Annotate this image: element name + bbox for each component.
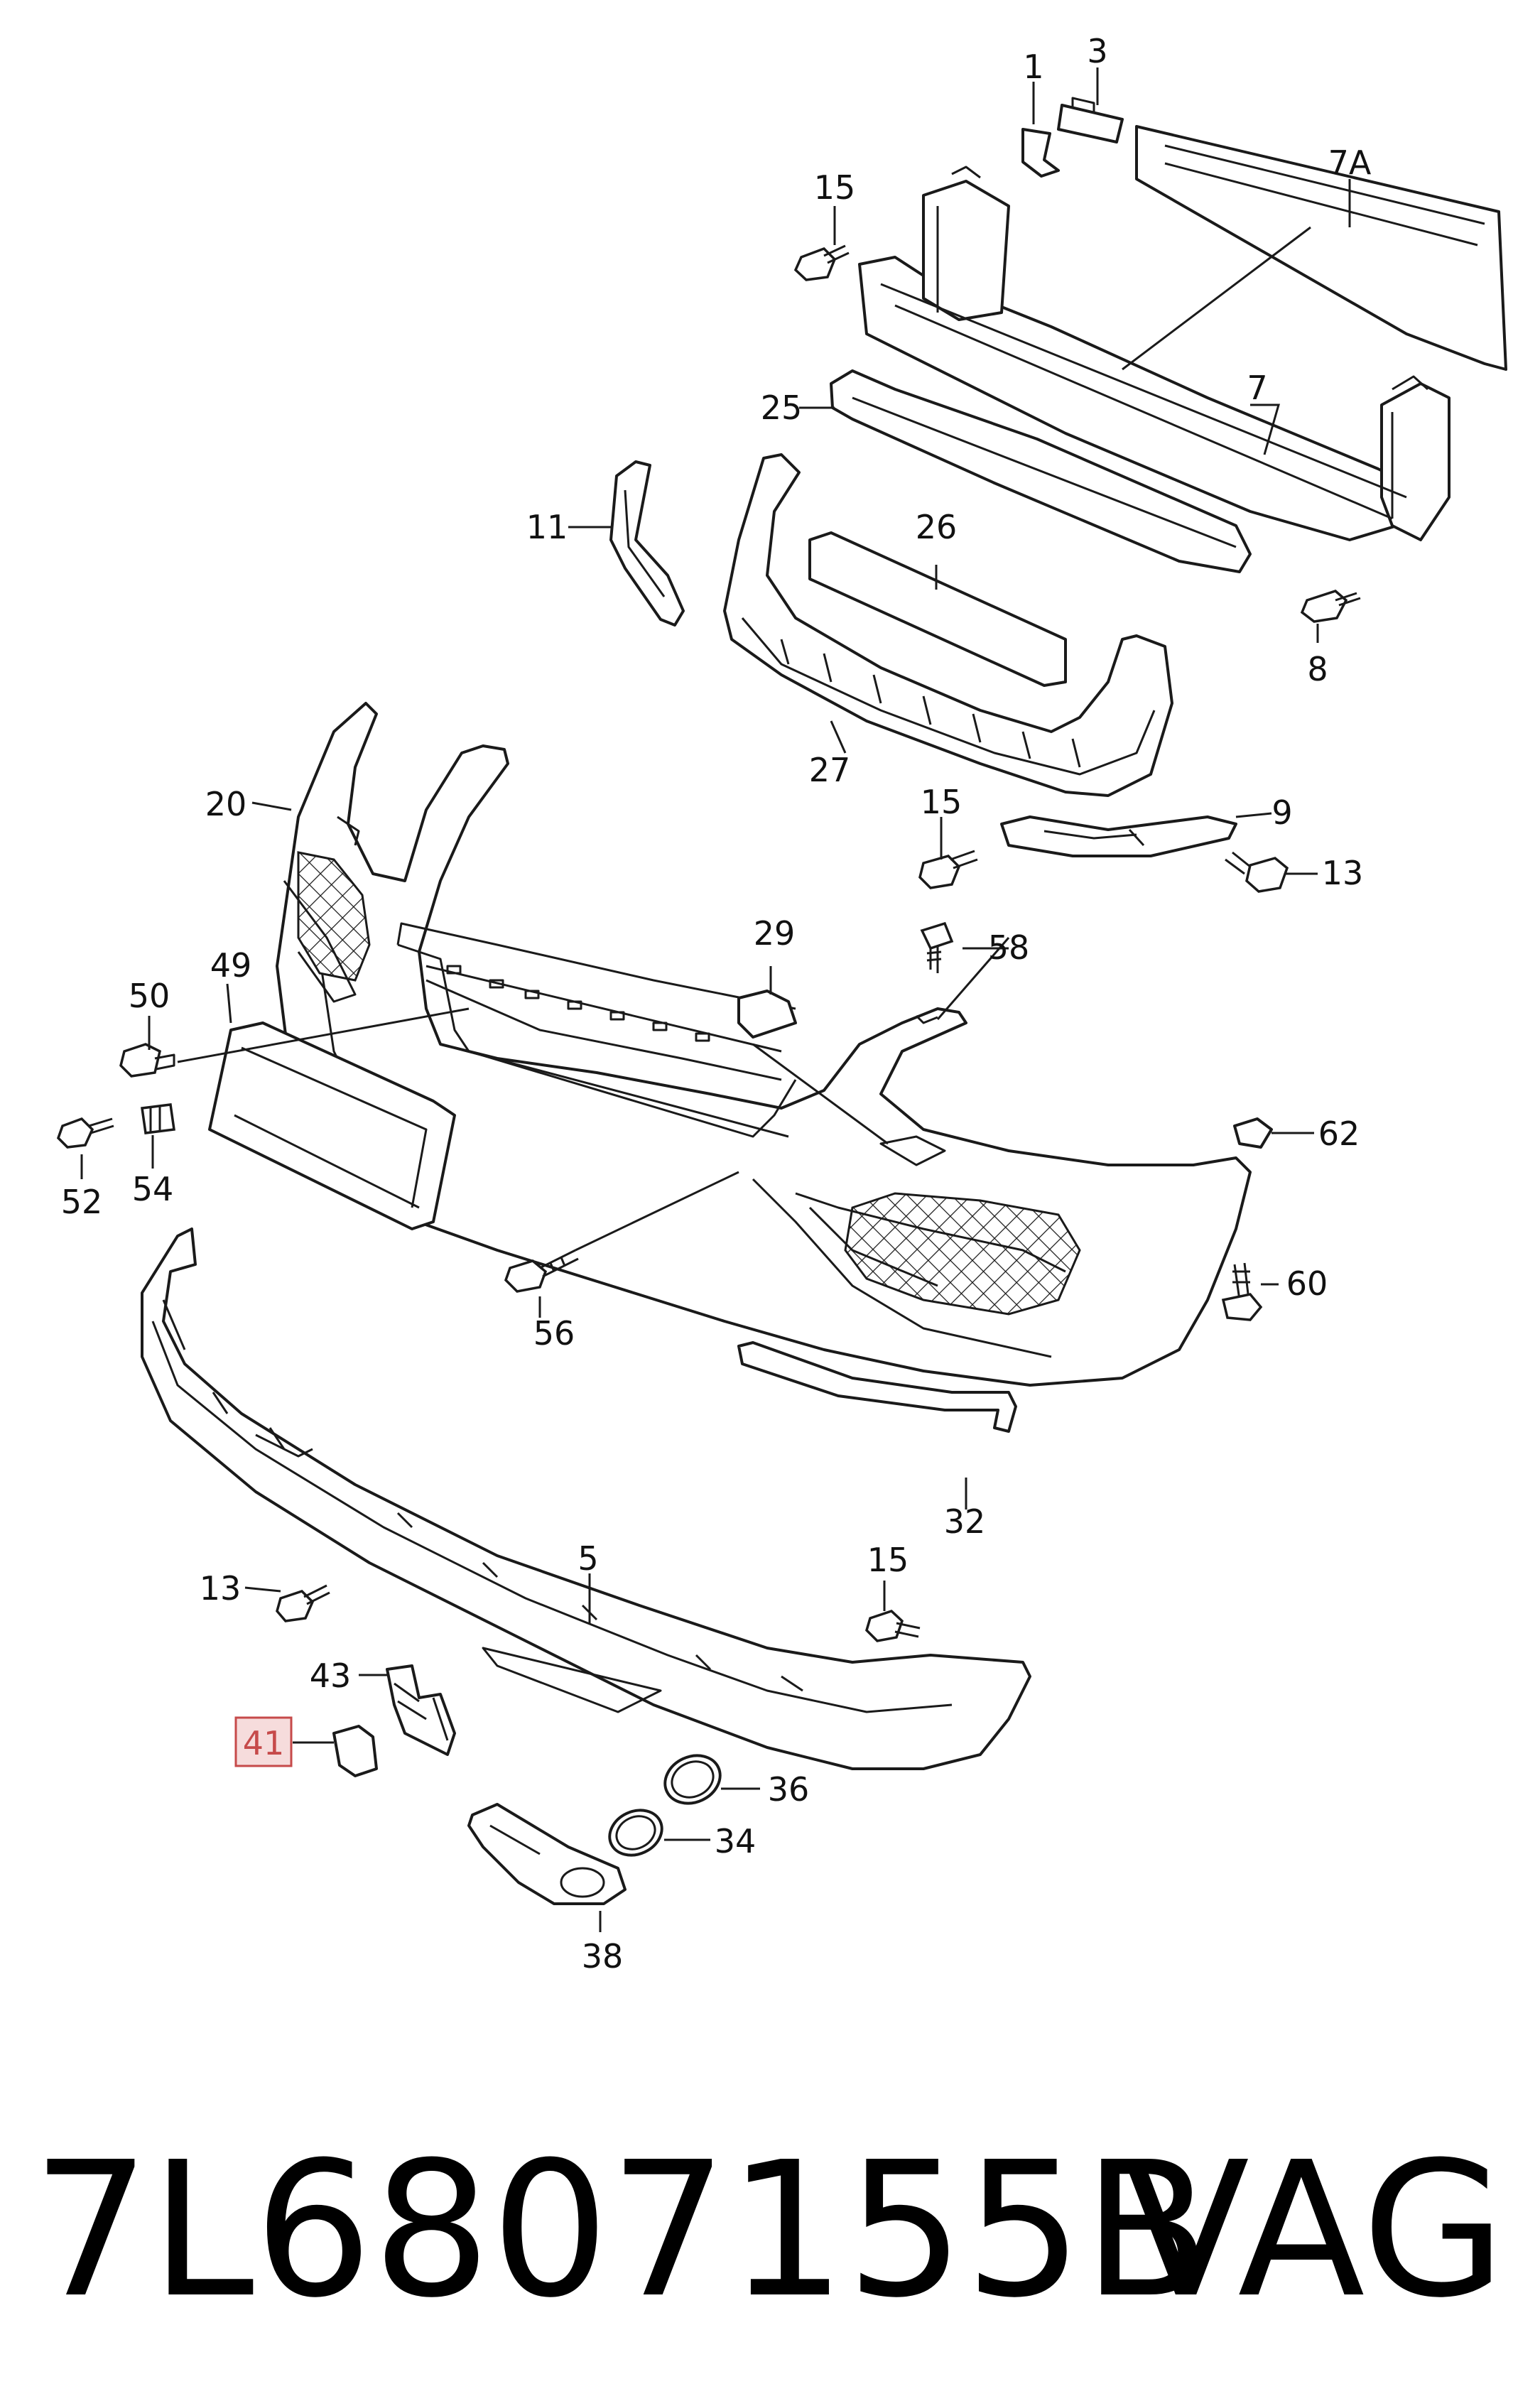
part-15c-bolt[interactable] [865,1610,921,1642]
label-26[interactable]: 26 [916,508,958,546]
part-62-clip[interactable] [1233,1117,1273,1149]
part-20-bumper-cover[interactable] [276,702,1252,1387]
part-3-clip[interactable] [1057,104,1124,143]
part-43-bracket[interactable] [386,1664,456,1756]
part-56-screw[interactable] [504,1249,579,1293]
footer: 7L6807155B VAG [32,2122,1506,2338]
label-9[interactable]: 9 [1271,793,1292,832]
label-13a[interactable]: 13 [1322,854,1364,892]
label-36[interactable]: 36 [768,1770,810,1809]
part-60-screw[interactable] [1221,1262,1263,1321]
label-7a[interactable]: 7A [1328,143,1372,182]
label-15a[interactable]: 15 [814,168,856,207]
label-1[interactable]: 1 [1023,48,1043,86]
label-49[interactable]: 49 [210,946,252,985]
label-32[interactable]: 32 [944,1502,986,1541]
part-29-cap[interactable] [737,990,797,1039]
part-5-spoiler[interactable] [141,1227,1031,1770]
part-58-screw[interactable] [920,921,954,973]
part-41-cap[interactable] [332,1725,378,1777]
label-58[interactable]: 58 [988,928,1030,967]
footer-part-number: 7L6807155B [32,2122,1210,2338]
part-13a-bolt[interactable] [1225,851,1289,893]
leader-lines [80,67,1351,1932]
label-52[interactable]: 52 [61,1183,103,1221]
label-11[interactable]: 11 [526,508,568,546]
part-7a-absorber[interactable] [1135,125,1507,371]
part-49-plate-holder[interactable] [208,1021,456,1230]
label-60[interactable]: 60 [1286,1264,1328,1303]
label-41[interactable]: 41 [243,1724,285,1762]
label-15c[interactable]: 15 [867,1541,909,1579]
label-13b[interactable]: 13 [200,1569,242,1608]
label-7[interactable]: 7 [1247,369,1267,407]
part-15b-bolt[interactable] [918,850,978,889]
carrier-group [793,97,1507,623]
label-3[interactable]: 3 [1087,32,1107,70]
label-20[interactable]: 20 [205,785,247,823]
part-11-bracket[interactable] [609,460,685,627]
label-50[interactable]: 50 [129,977,170,1015]
label-34[interactable]: 34 [715,1822,757,1860]
part-32-strip[interactable] [737,1341,1017,1433]
part-38-fog-cover[interactable] [467,1803,627,1905]
label-5[interactable]: 5 [578,1539,598,1578]
part-7-bracket-left[interactable] [922,180,1010,321]
part-1-bracket[interactable] [1021,128,1060,178]
part-36-ring[interactable] [657,1747,728,1812]
part-8-bolt[interactable] [1300,590,1361,623]
label-15b[interactable]: 15 [921,783,962,821]
label-38[interactable]: 38 [582,1937,624,1975]
part-26-panel[interactable] [808,531,1067,687]
part-27-carrier[interactable] [723,453,1173,797]
label-27[interactable]: 27 [809,751,851,789]
footer-brand: VAG [1122,2122,1506,2338]
part-labels: 1 3 7A 15 7 25 11 26 8 20 27 15 9 13 29 … [61,32,1372,1975]
label-29[interactable]: 29 [754,914,796,953]
label-56[interactable]: 56 [533,1314,575,1353]
part-15a-bolt[interactable] [793,244,850,281]
label-43[interactable]: 43 [310,1657,352,1695]
carrier-lower-group [723,453,1173,797]
part-34-ring[interactable] [602,1802,669,1863]
label-25[interactable]: 25 [761,389,803,427]
label-62[interactable]: 62 [1318,1115,1360,1153]
part-52-bolt[interactable] [56,1117,114,1149]
part-13b-bolt[interactable] [276,1584,330,1622]
label-54[interactable]: 54 [132,1170,174,1208]
part-50-pin[interactable] [119,1043,175,1078]
label-8[interactable]: 8 [1307,650,1328,688]
highlight-box-41 [234,1716,293,1767]
part-54-clip[interactable] [141,1103,175,1134]
